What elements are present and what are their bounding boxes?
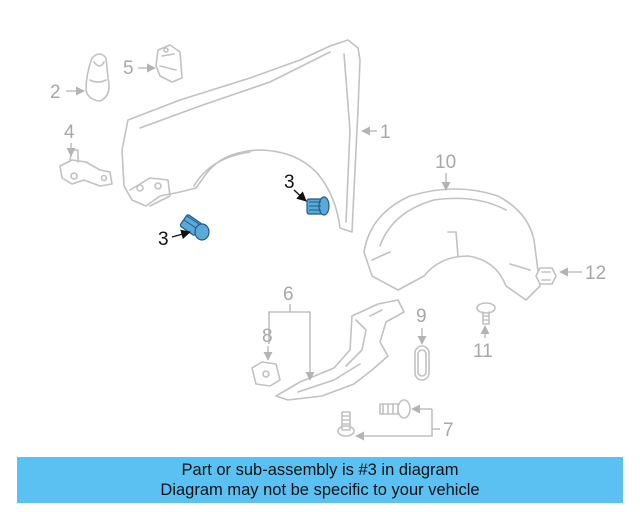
callout-9: 9: [416, 306, 427, 327]
callout-11: 11: [473, 341, 493, 362]
part-12-clip: [535, 267, 557, 285]
callout-4: 4: [64, 122, 75, 143]
callout-3-upper: 3: [284, 172, 295, 193]
part-7-bolt-b: [337, 411, 355, 437]
part-10-liner: [363, 188, 541, 301]
callout-8: 8: [262, 326, 273, 347]
info-banner: Part or sub-assembly is #3 in diagram Di…: [17, 457, 623, 503]
part-1-fender: [121, 39, 361, 233]
part-4-bracket: [59, 149, 113, 187]
callout-7: 7: [443, 420, 454, 441]
callout-12: 12: [585, 263, 606, 284]
callout-2: 2: [50, 82, 61, 103]
part-5-bracket: [155, 44, 183, 83]
callout-6: 6: [283, 284, 294, 305]
part-11-screw: [476, 302, 496, 325]
callout-5: 5: [123, 58, 134, 79]
callout-3-lower: 3: [158, 229, 169, 250]
banner-line-part: Part or sub-assembly is #3 in diagram: [181, 461, 459, 479]
part-3-bolt-a: [306, 196, 330, 216]
callout-1: 1: [380, 122, 391, 143]
callout-10: 10: [435, 152, 456, 173]
part-3-bolt-b: [179, 214, 210, 241]
part-2-boot: [85, 53, 110, 102]
parts-diagram: 2 5 4 1 3 3: [50, 39, 606, 441]
part-6-splash-shield: [275, 299, 405, 401]
banner-line-disclaimer: Diagram may not be specific to your vehi…: [160, 481, 480, 499]
part-9-seal: [414, 345, 430, 381]
part-8-nut-clip: [251, 361, 281, 387]
part-7-bolt-a: [379, 399, 411, 419]
